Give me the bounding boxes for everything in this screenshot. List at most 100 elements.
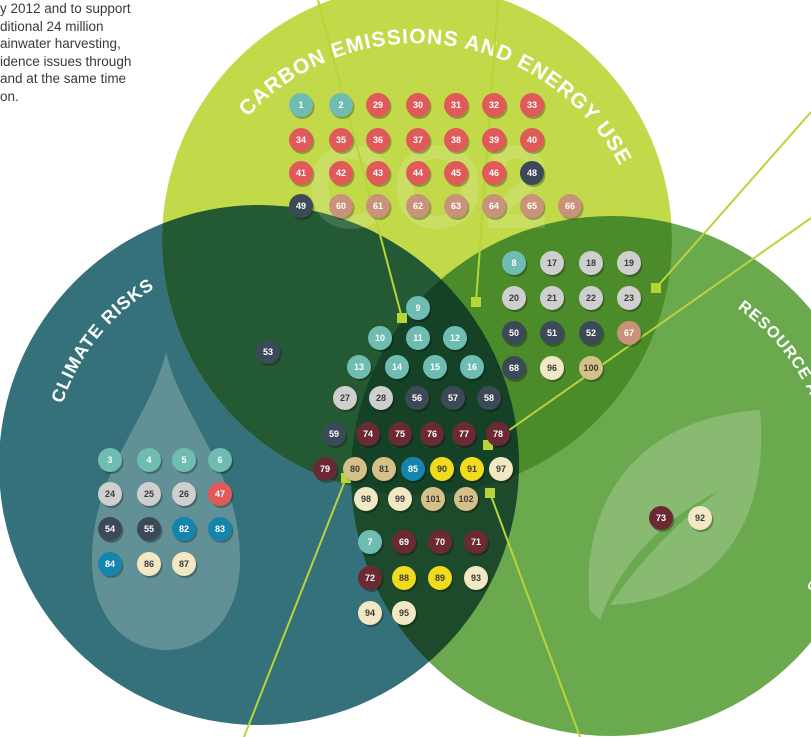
pointer-end-marker (397, 313, 407, 323)
node-dot (482, 194, 506, 218)
pointer-line (489, 492, 581, 737)
node-dot (406, 161, 430, 185)
node-label: 37 (413, 135, 423, 145)
pointer-line (475, 0, 499, 303)
intro-line: ditional 24 million (0, 18, 104, 34)
node-label: 51 (547, 328, 557, 338)
node-88: 88 (392, 566, 418, 592)
node-31: 31 (444, 93, 470, 119)
node-76: 76 (420, 422, 446, 448)
pointer-end-marker (471, 297, 481, 307)
node-dot (385, 355, 409, 379)
node-38: 38 (444, 128, 470, 154)
node-label: 21 (547, 293, 557, 303)
node-96: 96 (540, 356, 566, 382)
leaf-icon (588, 410, 762, 620)
node-dot (172, 448, 196, 472)
node-label: 90 (437, 464, 447, 474)
node-55: 55 (137, 517, 163, 543)
node-64: 64 (482, 194, 508, 220)
node-label: 78 (493, 429, 503, 439)
node-label: 53 (263, 347, 273, 357)
node-87: 87 (172, 552, 198, 578)
node-label: 45 (451, 168, 461, 178)
node-dot (208, 448, 232, 472)
node-45: 45 (444, 161, 470, 187)
node-label: 6 (217, 455, 222, 465)
node-69: 69 (392, 530, 418, 556)
node-21: 21 (540, 286, 566, 312)
node-label: 80 (350, 464, 360, 474)
node-label: 31 (451, 100, 461, 110)
node-74: 74 (356, 422, 382, 448)
node-3: 3 (98, 448, 124, 474)
node-84: 84 (98, 552, 124, 578)
node-17: 17 (540, 251, 566, 277)
pointer-line (317, 0, 403, 319)
node-24: 24 (98, 482, 124, 508)
node-98: 98 (354, 487, 380, 513)
node-4: 4 (137, 448, 163, 474)
node-label: 74 (363, 429, 373, 439)
node-label: 28 (376, 393, 386, 403)
node-label: 10 (375, 333, 385, 343)
node-54: 54 (98, 517, 124, 543)
water-drop-icon (92, 352, 240, 650)
node-label: 12 (450, 333, 460, 343)
node-dot (98, 517, 122, 541)
node-label: 22 (586, 293, 596, 303)
node-72: 72 (358, 566, 384, 592)
node-label: 44 (413, 168, 423, 178)
node-dot (366, 194, 390, 218)
node-label: 50 (509, 328, 519, 338)
node-91: 91 (460, 457, 486, 483)
node-35: 35 (329, 128, 355, 154)
node-dot (617, 286, 641, 310)
node-label: 13 (354, 362, 364, 372)
node-label: 54 (105, 524, 115, 534)
node-dot (540, 356, 564, 380)
node-58: 58 (477, 386, 503, 412)
node-73: 73 (649, 506, 675, 532)
node-53: 53 (256, 340, 282, 366)
node-48: 48 (520, 161, 546, 187)
node-label: 68 (509, 363, 519, 373)
node-dot (388, 487, 412, 511)
node-label: 8 (511, 258, 516, 268)
node-label: 75 (395, 429, 405, 439)
node-100: 100 (579, 356, 605, 382)
node-19: 19 (617, 251, 643, 277)
node-92: 92 (688, 506, 714, 532)
node-dot (482, 128, 506, 152)
node-dot (579, 356, 603, 380)
node-65: 65 (520, 194, 546, 220)
node-label: 76 (427, 429, 437, 439)
node-59: 59 (322, 422, 348, 448)
node-dot (172, 482, 196, 506)
node-8: 8 (502, 251, 528, 277)
intro-line: idence issues through (0, 53, 132, 69)
node-label: 92 (695, 513, 705, 523)
node-30: 30 (406, 93, 432, 119)
node-dot (333, 386, 357, 410)
node-label: 16 (467, 362, 477, 372)
node-label: 33 (527, 100, 537, 110)
node-dot (358, 601, 382, 625)
node-82: 82 (172, 517, 198, 543)
node-label: 91 (467, 464, 477, 474)
intro-text: y 2012 and to support ditional 24 millio… (0, 0, 270, 105)
node-dot (322, 422, 346, 446)
node-dot (366, 128, 390, 152)
node-13: 13 (347, 355, 373, 381)
node-label: 36 (373, 135, 383, 145)
node-label: 3 (107, 455, 112, 465)
node-dot (477, 386, 501, 410)
intro-line: y 2012 and to support (0, 1, 131, 16)
node-61: 61 (366, 194, 392, 220)
node-label: 77 (459, 429, 469, 439)
node-label: 40 (527, 135, 537, 145)
node-dot (406, 93, 430, 117)
node-97: 97 (489, 457, 515, 483)
intro-line: and at the same time (0, 71, 127, 86)
